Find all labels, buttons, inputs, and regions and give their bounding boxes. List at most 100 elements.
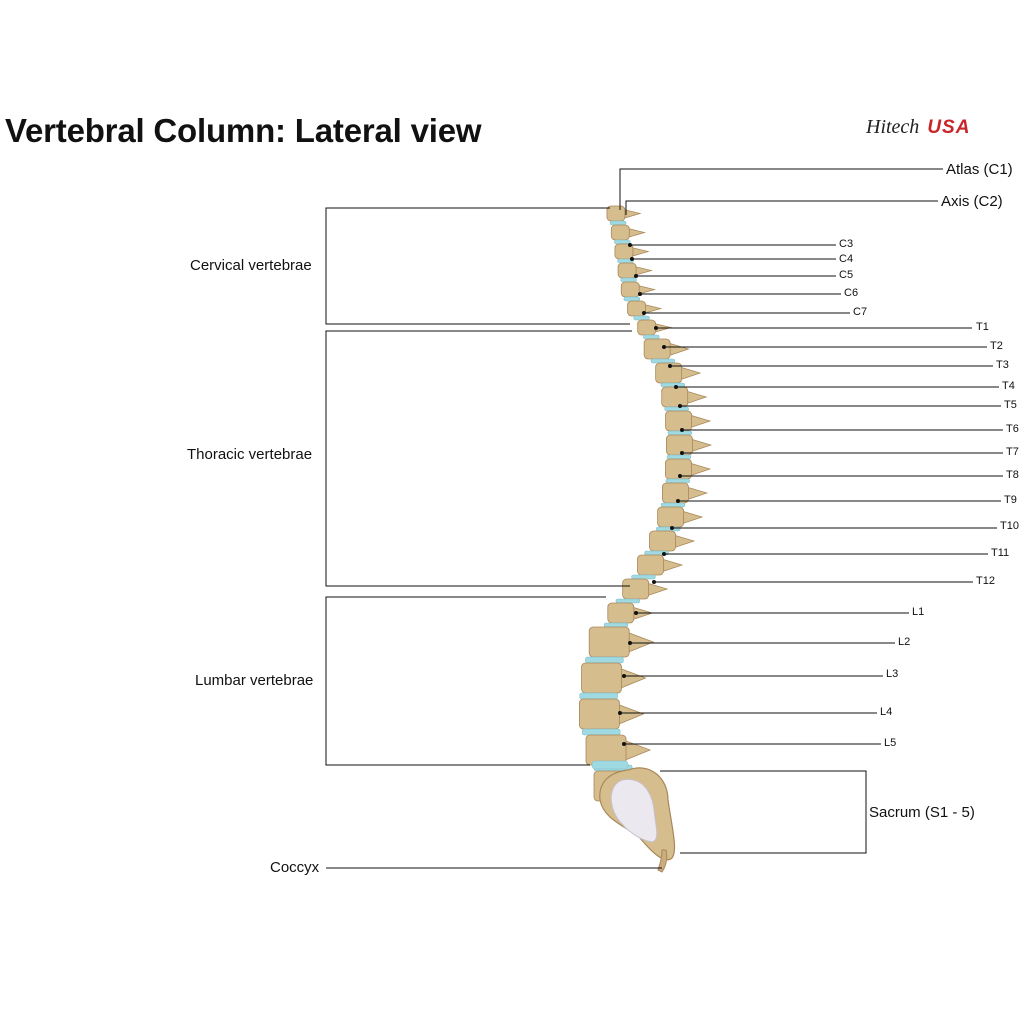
label-c4: C4 xyxy=(839,253,854,265)
leader-dot xyxy=(628,243,632,247)
label-c5: C5 xyxy=(839,269,854,281)
leader-dot xyxy=(662,552,666,556)
leader-dot xyxy=(678,474,682,478)
leader-atlas xyxy=(619,168,943,210)
label-l2: L2 xyxy=(898,636,911,648)
bracket-thoracic xyxy=(325,330,632,587)
label-t12: T12 xyxy=(976,575,995,587)
vertebra-body xyxy=(643,338,671,360)
label-t2: T2 xyxy=(990,340,1003,352)
leader-dot xyxy=(668,364,672,368)
intervertebral-disc xyxy=(603,622,629,628)
label-t1: T1 xyxy=(976,321,989,333)
bracket-cervical xyxy=(325,207,630,325)
label-t10: T10 xyxy=(1000,520,1019,532)
vertebra-body xyxy=(581,662,622,694)
label-l4: L4 xyxy=(880,706,893,718)
vertebra-body xyxy=(620,281,640,298)
label-t6: T6 xyxy=(1006,423,1019,435)
page-title: Vertebral Column: Lateral view xyxy=(5,112,482,149)
vertebra-body xyxy=(649,530,676,552)
leader-dot xyxy=(654,326,658,330)
vertebra-body xyxy=(661,386,689,408)
vertebra-body xyxy=(637,554,664,576)
intervertebral-disc xyxy=(633,315,650,321)
leader-dot xyxy=(670,526,674,530)
vertebra-body xyxy=(637,319,657,336)
label-cervical: Cervical vertebrae xyxy=(190,257,312,274)
leader-dot xyxy=(678,404,682,408)
leader-dot xyxy=(628,641,632,645)
intervertebral-disc xyxy=(585,656,624,664)
leader-dot xyxy=(680,428,684,432)
intervertebral-disc xyxy=(666,454,692,460)
leader-dot xyxy=(622,742,626,746)
label-t8: T8 xyxy=(1006,469,1019,481)
sacrum-illustration xyxy=(599,767,676,873)
intervertebral-disc xyxy=(579,692,618,700)
intervertebral-disc xyxy=(660,502,686,508)
label-l1: L1 xyxy=(912,606,925,618)
leader-axis xyxy=(625,200,938,215)
label-l5: L5 xyxy=(884,737,897,749)
leader-dot xyxy=(680,451,684,455)
label-t11: T11 xyxy=(991,547,1010,559)
label-t9: T9 xyxy=(1004,494,1017,506)
intervertebral-disc xyxy=(643,334,660,340)
label-axis: Axis (C2) xyxy=(941,193,1003,210)
vertebra-body xyxy=(662,482,689,504)
intervertebral-disc xyxy=(631,574,656,580)
intervertebral-disc xyxy=(660,382,686,388)
leader-dot xyxy=(618,711,622,715)
label-t3: T3 xyxy=(996,359,1009,371)
label-sacrum: Sacrum (S1 - 5) xyxy=(869,804,975,821)
label-lumbar: Lumbar vertebrae xyxy=(195,672,314,689)
leader-lines xyxy=(325,168,1003,869)
intervertebral-disc xyxy=(667,430,693,436)
leader-dot xyxy=(630,257,634,261)
intervertebral-disc xyxy=(623,296,641,302)
vertebra-body xyxy=(657,506,684,528)
label-t5: T5 xyxy=(1004,399,1017,411)
label-c3: C3 xyxy=(839,238,854,250)
leader-dot xyxy=(634,274,638,278)
intervertebral-disc xyxy=(581,728,621,736)
vertebra-body xyxy=(588,626,630,658)
intervertebral-disc xyxy=(609,220,627,226)
leader-dot xyxy=(622,674,626,678)
leader-dots xyxy=(618,243,684,746)
brand-name: Hitech xyxy=(866,116,920,138)
vertebra-body xyxy=(666,434,693,456)
label-coccyx: Coccyx xyxy=(270,859,320,876)
vertebra-body xyxy=(585,734,627,766)
leader-dot xyxy=(674,385,678,389)
vertebra-body xyxy=(607,602,635,624)
label-atlas: Atlas (C1) xyxy=(946,161,1013,178)
spine-illustration xyxy=(579,205,713,802)
intervertebral-disc xyxy=(615,598,641,604)
leader-dot xyxy=(634,611,638,615)
label-t7: T7 xyxy=(1006,446,1019,458)
vertebra-body xyxy=(665,410,692,432)
leader-dot xyxy=(652,580,656,584)
vertebra-body xyxy=(617,262,637,279)
intervertebral-disc xyxy=(614,239,631,245)
intervertebral-disc xyxy=(591,760,629,770)
intervertebral-disc xyxy=(664,406,689,412)
bracket-lumbar xyxy=(325,596,606,766)
vertebra-body xyxy=(622,578,650,600)
leader-dot xyxy=(638,292,642,296)
intervertebral-disc xyxy=(650,358,676,364)
leader-dot xyxy=(662,345,666,349)
bracket-sacrum xyxy=(660,770,867,854)
vertebra-body xyxy=(610,224,630,241)
leader-dot xyxy=(642,311,646,315)
label-l3: L3 xyxy=(886,668,899,680)
intervertebral-disc xyxy=(620,277,637,283)
leader-dot xyxy=(676,499,680,503)
label-thoracic: Thoracic vertebrae xyxy=(187,446,313,463)
label-c7: C7 xyxy=(853,306,868,318)
label-t4: T4 xyxy=(1002,380,1015,392)
